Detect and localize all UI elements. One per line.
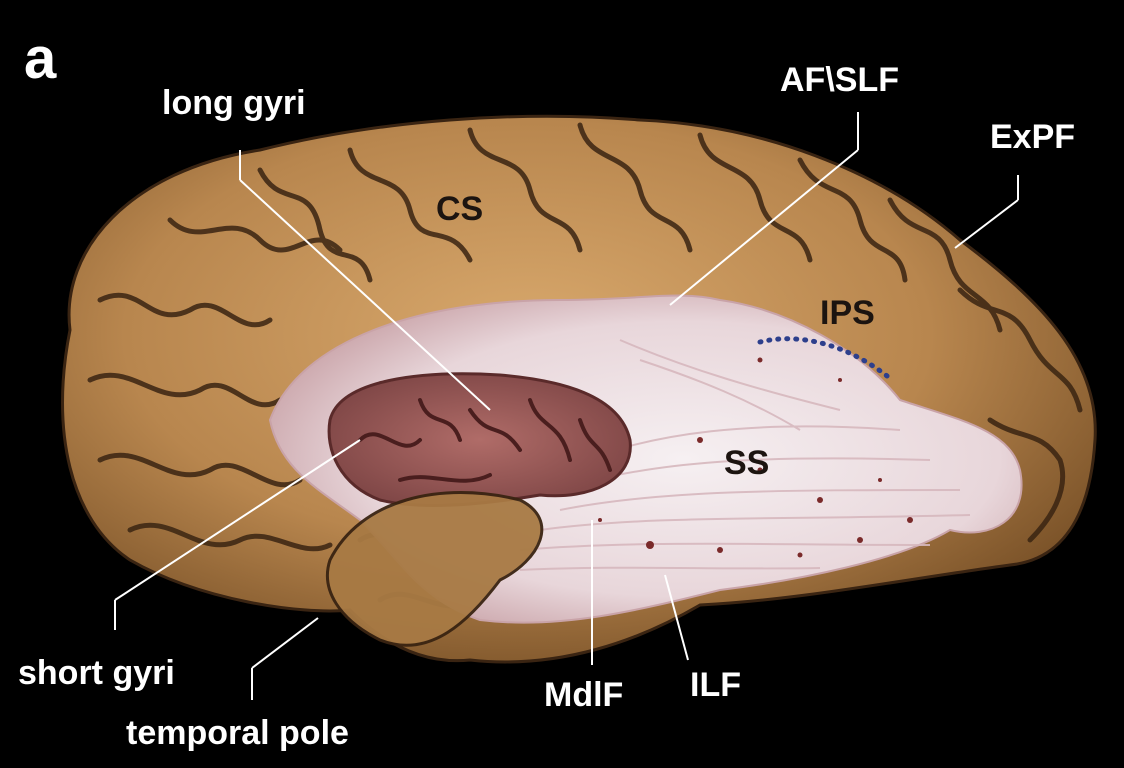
leader-line-ilf bbox=[664, 574, 689, 661]
temporal-lobe bbox=[325, 491, 544, 647]
label-expf: ExPF bbox=[990, 118, 1076, 156]
panel-letter: a bbox=[24, 26, 57, 91]
label-ss: SS bbox=[724, 444, 770, 482]
leader-line-temporal-pole-2 bbox=[251, 617, 319, 669]
vascular-speckles bbox=[598, 357, 913, 558]
label-ips: IPS bbox=[820, 294, 875, 332]
insular-sulci bbox=[358, 398, 612, 483]
label-ilf: ILF bbox=[690, 666, 741, 704]
label-leader-lines bbox=[114, 112, 1019, 700]
ips-dotted-line bbox=[757, 336, 895, 383]
leader-line-af-slf-2 bbox=[669, 149, 859, 306]
insular-cortex bbox=[327, 372, 632, 507]
label-af-slf: AF\SLF bbox=[780, 61, 899, 99]
leader-line-long-gyri-2 bbox=[239, 179, 491, 411]
label-short-gyri: short gyri bbox=[18, 654, 175, 692]
cortical-sulci bbox=[87, 122, 1083, 611]
label-mdlf: MdlF bbox=[544, 676, 624, 714]
label-temporal-pole: temporal pole bbox=[126, 714, 349, 752]
leader-line-expf-2 bbox=[954, 199, 1019, 249]
leader-line-short-gyri-2 bbox=[114, 439, 361, 601]
label-cs: CS bbox=[436, 190, 484, 228]
label-long-gyri: long gyri bbox=[162, 84, 306, 122]
